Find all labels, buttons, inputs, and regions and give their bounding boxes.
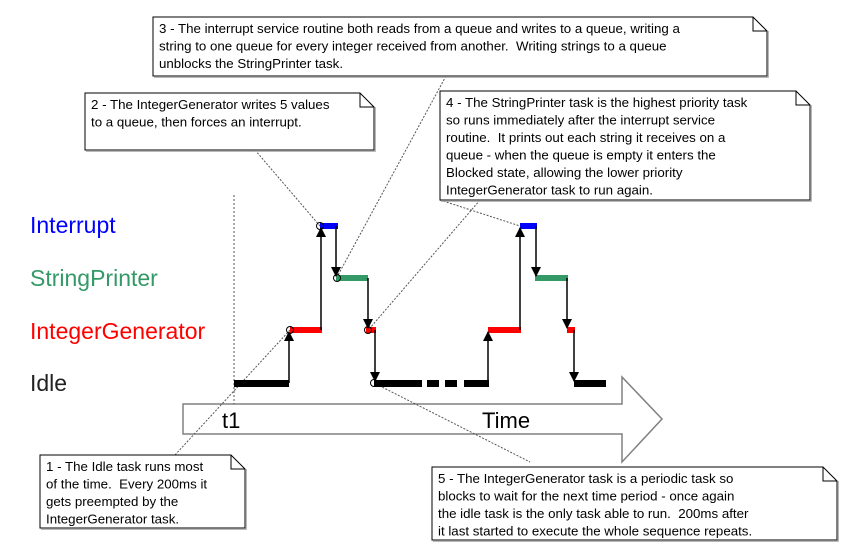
folded-corner: [822, 467, 837, 482]
callout-text-line: the idle task is the only task able to r…: [438, 506, 749, 521]
t1-label: t1: [222, 408, 240, 433]
idle-bar: [574, 380, 606, 387]
callout-frame: [431, 466, 838, 541]
callout-box-2: 2 - The IntegerGenerator writes 5 values…: [84, 92, 376, 152]
callout-5-pointer: [375, 383, 531, 463]
callout-box-3: 3 - The interrupt service routine both r…: [152, 16, 769, 78]
task-label-idle: Idle: [30, 370, 67, 396]
callout-text-line: to a queue, then forces an interrupt.: [91, 115, 302, 130]
task-label-integer-generator: IntegerGenerator: [30, 318, 206, 344]
time-axis-arrow: t1 Time: [182, 375, 664, 464]
folded-corner: [752, 17, 767, 32]
task-label-string-printer: StringPrinter: [30, 265, 158, 291]
callout-text-line: 4 - The StringPrinter task is the highes…: [446, 95, 748, 110]
task-label-interrupt: Interrupt: [30, 212, 116, 238]
event-marker: [364, 326, 372, 334]
callout-frame: [439, 90, 811, 201]
idle-bar-dashed: [445, 380, 457, 387]
callout-text-line: 5 - The IntegerGenerator task is a perio…: [438, 471, 733, 486]
callout-4-pointer-2: [439, 199, 521, 227]
callout-box-5: 5 - The IntegerGenerator task is a perio…: [431, 466, 839, 542]
callout-box-1: 1 - The Idle task runs most of the time. …: [39, 454, 247, 530]
callout-text-line: IntegerGenerator task to run again.: [446, 183, 653, 198]
string-printer-bar: [535, 275, 568, 281]
time-label: Time: [482, 408, 530, 433]
callout-text-line: 1 - The Idle task runs most: [46, 459, 203, 474]
integer-generator-bar: [488, 327, 521, 333]
callout-text-line: queue - when the queue is empty it enter…: [446, 148, 716, 163]
interrupt-bar: [320, 223, 338, 229]
callout-1-pointer: [174, 329, 291, 456]
event-marker: [333, 274, 341, 282]
folded-corner: [230, 455, 245, 470]
idle-bar: [234, 380, 289, 387]
callout-box-4: 4 - The StringPrinter task is the highes…: [439, 90, 812, 202]
callout-text-line: string to one queue for every integer re…: [159, 39, 667, 54]
callout-text-line: 2 - The IntegerGenerator writes 5 values: [91, 97, 330, 112]
callout-4-pointer: [369, 199, 481, 329]
callout-text-line: routine. It prints out each string it re…: [446, 130, 726, 145]
callout-text-line: Blocked state, allowing the lower priori…: [446, 165, 683, 180]
callout-3-pointer: [336, 75, 447, 278]
callout-text-line: so runs immediately after the interrupt …: [446, 113, 715, 128]
callout-text-line: gets preempted by the: [46, 494, 178, 509]
callout-text-line: of the time. Every 200ms it: [46, 477, 207, 492]
event-marker: [316, 222, 324, 230]
callout-text-line: it last started to execute the whole seq…: [438, 524, 752, 539]
idle-bar: [464, 380, 489, 387]
folded-corner: [795, 91, 810, 106]
callout-2-pointer: [254, 149, 321, 227]
callout-frame: [84, 92, 375, 151]
callout-text-line: unblocks the StringPrinter task.: [159, 56, 343, 71]
integer-generator-bar: [567, 327, 575, 333]
idle-bar: [374, 380, 422, 387]
interrupt-bar: [520, 223, 537, 229]
callout-text-line: 3 - The interrupt service routine both r…: [159, 21, 680, 36]
event-marker: [370, 379, 378, 387]
integer-generator-bar: [290, 327, 322, 333]
event-marker: [286, 326, 294, 334]
string-printer-bar: [336, 275, 368, 281]
idle-bar-dashed: [427, 380, 439, 387]
callout-text-line: IntegerGenerator task.: [46, 512, 179, 527]
callout-frame: [39, 454, 246, 529]
callout-text-line: blocks to wait for the next time period …: [438, 489, 734, 504]
folded-corner: [359, 93, 374, 108]
callout-frame: [152, 16, 768, 77]
